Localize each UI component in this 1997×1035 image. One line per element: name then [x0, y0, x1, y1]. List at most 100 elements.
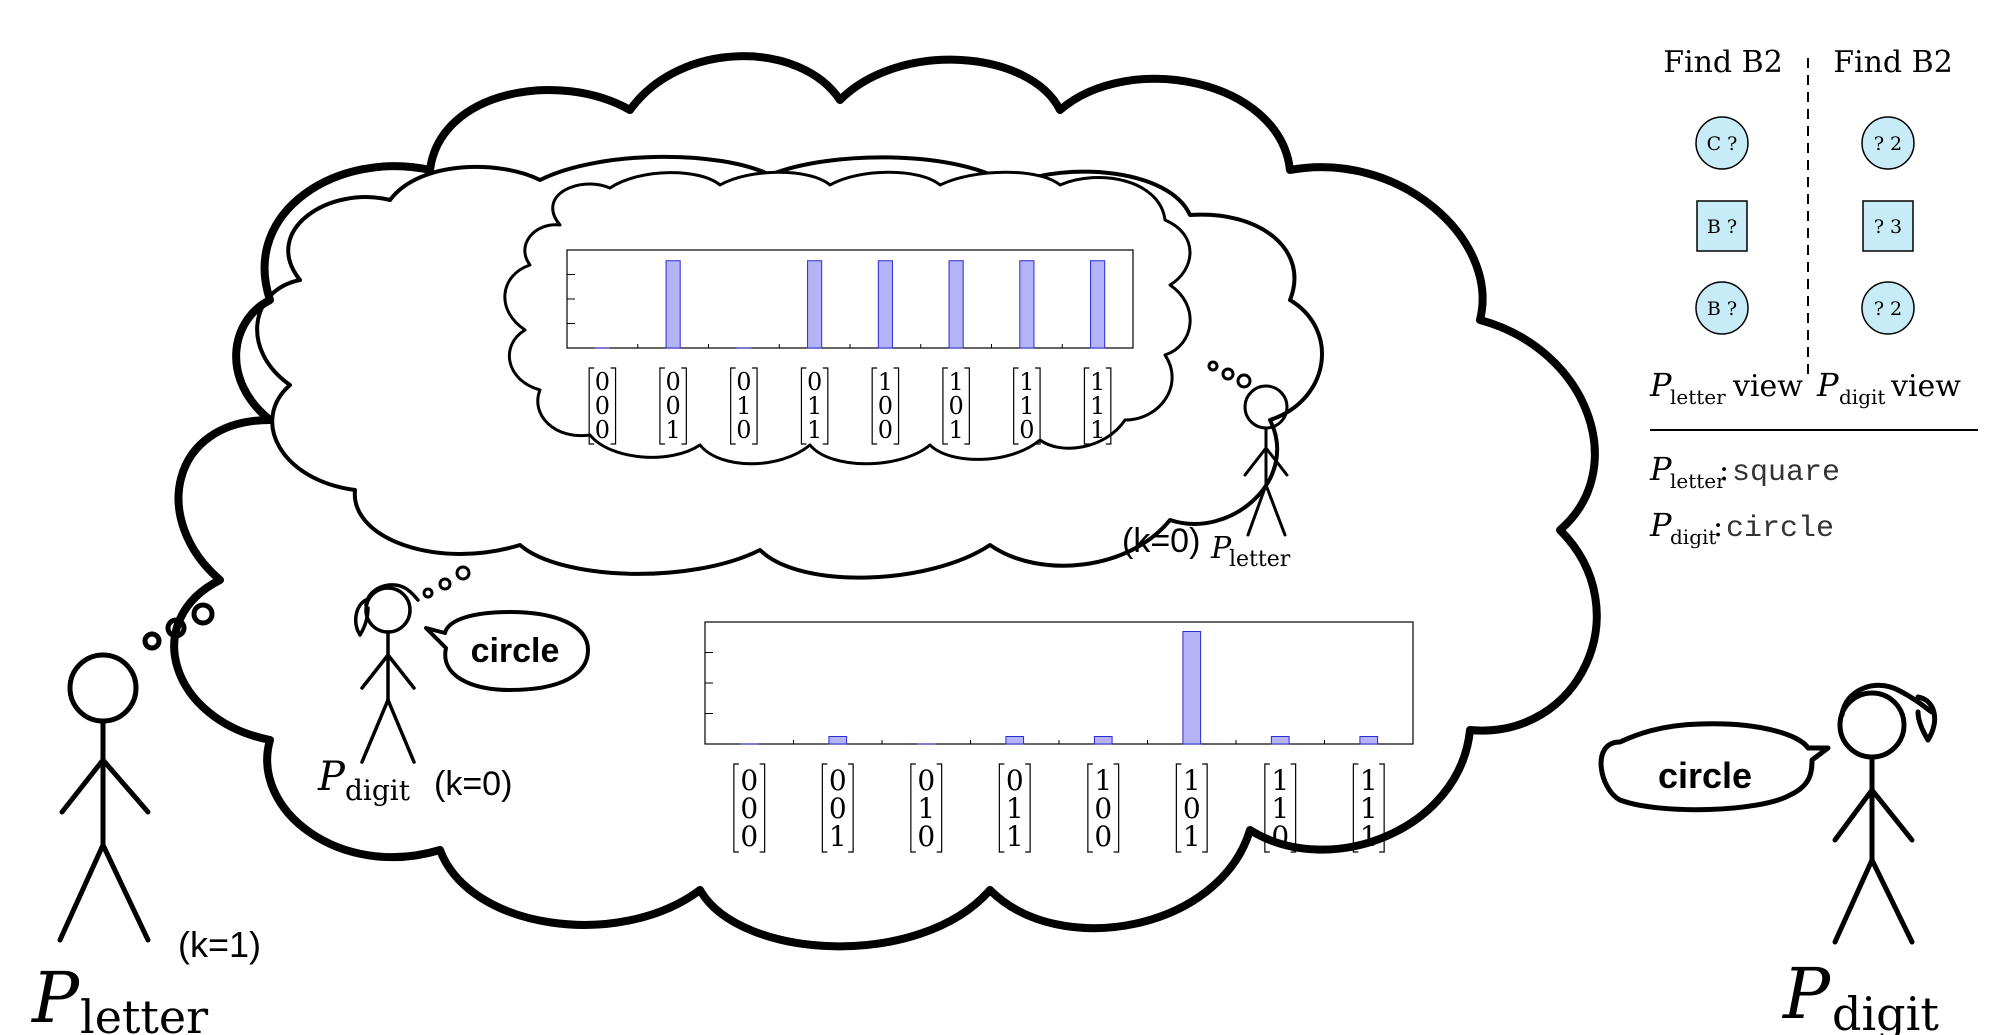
bracket-right — [1105, 367, 1112, 445]
token-circle-shape — [1861, 116, 1915, 170]
stick-figure-digit-outer — [1832, 682, 1938, 945]
vector-label-3: 011 — [998, 763, 1031, 853]
outer-letter-k: (k=1) — [178, 924, 261, 965]
inner-digit-k: (k=0) — [434, 765, 512, 803]
bracket-right — [1113, 763, 1120, 853]
game-panel: Find B2 Find B2 C ?B ?B ? ? 2? 3? 2 P le… — [1649, 45, 1978, 549]
bracket-left — [800, 367, 807, 445]
token-label: ? 2 — [1874, 298, 1902, 320]
bracket-left — [821, 763, 828, 853]
vector-entry: 0 — [829, 792, 847, 825]
vector-entry: 0 — [878, 416, 893, 444]
vector-entry: 1 — [807, 416, 822, 444]
vector-entry: 0 — [1019, 416, 1034, 444]
left-header: Find B2 — [1663, 45, 1783, 80]
speech-inner-digit: circle — [471, 632, 560, 670]
token-label: B ? — [1707, 298, 1737, 320]
bar-[1,1,0] — [1019, 260, 1035, 349]
square-token: B ? — [1696, 200, 1748, 252]
vector-entry: 1 — [1271, 792, 1289, 825]
digit-assignment: P digit : circle — [1649, 506, 1834, 549]
bracket-left — [588, 367, 595, 445]
vector-entry: 1 — [1183, 820, 1201, 853]
vector-entry: 1 — [1019, 368, 1034, 396]
vector-entry: 0 — [1094, 792, 1112, 825]
bracket-right — [1025, 763, 1031, 853]
vector-entry: 1 — [807, 392, 822, 420]
vector-label-5: 101 — [942, 367, 970, 445]
bar-[1,0,1] — [948, 260, 964, 349]
vector-label-7: 111 — [1352, 763, 1385, 853]
bracket-left — [871, 367, 878, 445]
vector-label-7: 111 — [1083, 367, 1112, 445]
thought-dots-inner-letter — [1207, 360, 1252, 389]
circle-token: B ? — [1695, 281, 1749, 335]
stick-figure-digit-inner — [354, 583, 420, 764]
vector-entry: 1 — [1183, 764, 1201, 797]
bar-[1,0,0] — [877, 260, 893, 349]
vector-entry: 1 — [917, 792, 935, 825]
token-label: ? 2 — [1874, 133, 1902, 155]
svg-text:digit: digit — [1670, 525, 1716, 549]
bracket-left — [730, 367, 736, 445]
svg-text:P: P — [1649, 450, 1672, 488]
bar-[1,1,1] — [1359, 736, 1379, 745]
vector-label-6: 110 — [1013, 367, 1041, 445]
vector-entry: 1 — [1271, 764, 1289, 797]
svg-text:P: P — [1816, 366, 1839, 404]
vector-entry: 1 — [1360, 792, 1378, 825]
bar-[1,1,1] — [1090, 260, 1106, 349]
vector-entry: 0 — [595, 416, 610, 444]
bracket-left — [1264, 763, 1270, 853]
svg-text::: : — [1719, 453, 1729, 488]
thought-dots-outer-letter — [142, 602, 215, 651]
bracket-right — [681, 367, 687, 445]
circle-token: C ? — [1695, 116, 1749, 170]
chart-frame — [704, 621, 1414, 745]
vector-label-1: 001 — [659, 367, 687, 445]
svg-text:letter: letter — [1670, 469, 1726, 493]
vector-label-6: 110 — [1264, 763, 1297, 853]
letter-view-label: P letter view — [1649, 366, 1803, 409]
svg-text:square: square — [1732, 456, 1840, 490]
svg-text:view: view — [1890, 369, 1961, 404]
bracket-right — [936, 763, 943, 853]
vector-entry: 1 — [1090, 416, 1105, 444]
speech-bubble-outer-digit: circle — [1598, 721, 1831, 813]
token-label: C ? — [1707, 133, 1738, 155]
inner-letter-k: (k=0) — [1122, 522, 1200, 560]
square-token: ? 3 — [1862, 200, 1914, 252]
vector-entry: 1 — [1006, 820, 1024, 853]
vector-entry: 0 — [1094, 820, 1112, 853]
vector-entry: 1 — [1006, 792, 1024, 825]
token-square-shape — [1696, 200, 1748, 252]
token-label: B ? — [1707, 216, 1737, 238]
vector-entry: 0 — [740, 792, 758, 825]
bracket-left — [1352, 763, 1359, 853]
vector-entry: 1 — [1090, 368, 1105, 396]
token-square-shape — [1862, 200, 1914, 252]
bar-[1,0,0] — [1093, 736, 1113, 745]
vector-label-1: 001 — [821, 763, 854, 853]
bar-[1,0,1] — [1182, 631, 1202, 745]
bar-[0,1,1] — [807, 260, 823, 349]
bar-[0,0,1] — [828, 736, 848, 745]
vector-entry: 0 — [917, 764, 935, 797]
vector-entry: 0 — [1271, 820, 1289, 853]
vector-entry: 0 — [740, 820, 758, 853]
bar-[0,1,1] — [1005, 736, 1025, 745]
bracket-left — [1175, 763, 1182, 853]
bar-[0,0,1] — [665, 260, 681, 349]
vector-entry: 0 — [1006, 764, 1024, 797]
bracket-left — [1087, 763, 1093, 853]
svg-text:letter: letter — [1670, 385, 1726, 409]
vector-entry: 0 — [595, 392, 610, 420]
token-label: ? 3 — [1874, 216, 1902, 238]
vector-entry: 0 — [1183, 792, 1201, 825]
bracket-right — [752, 367, 758, 445]
svg-text:P: P — [1649, 506, 1672, 544]
chart-frame — [566, 249, 1134, 349]
thought-dots-inner-digit — [422, 565, 471, 599]
